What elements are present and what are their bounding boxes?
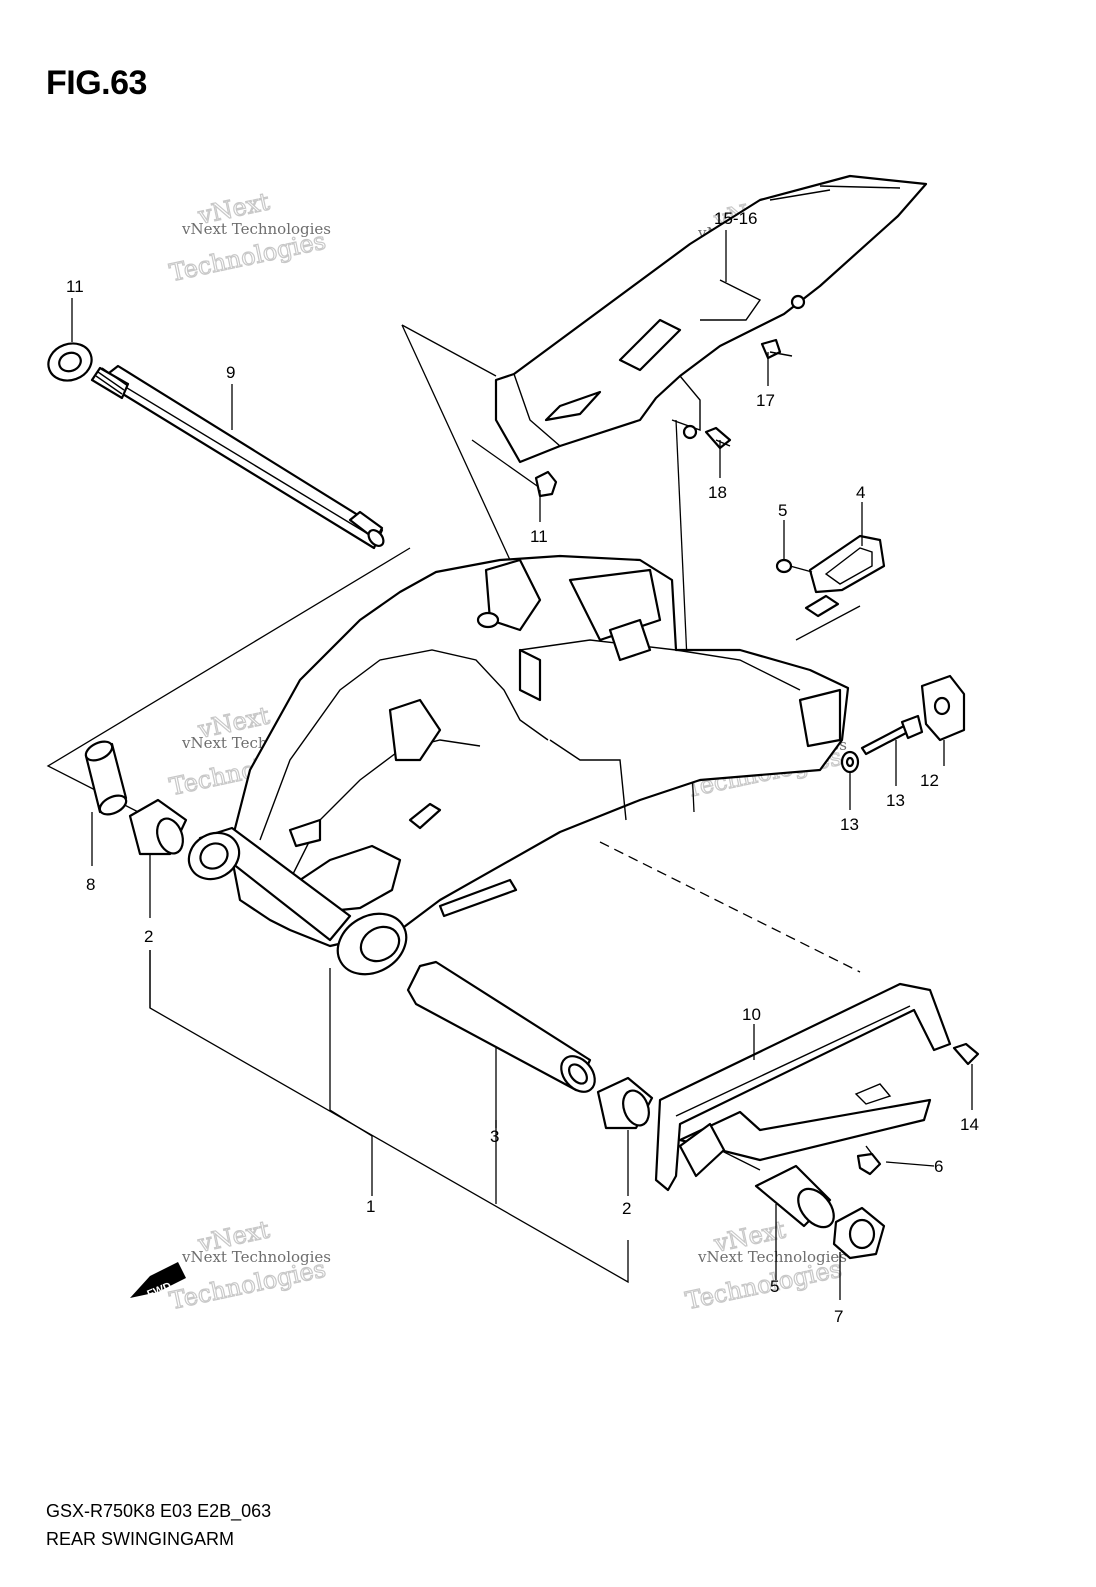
clip-14 [534, 470, 558, 498]
callout-6: 8 [86, 875, 95, 894]
callout-2-lower: 2 [622, 1199, 631, 1218]
watermark-text: vNext Technologies [181, 1248, 331, 1266]
callout-13-lower: 18 [708, 483, 727, 502]
watermark-text: vNext Technologies [697, 1248, 847, 1266]
swingarm-bracket-line [329, 968, 373, 1137]
axle-guide-line [719, 1149, 761, 1171]
callout-13-upper: 17 [756, 391, 775, 410]
callout-14: 11 [530, 527, 548, 546]
watermark-5: vNext vNext Technologies Technologies [166, 1215, 331, 1316]
callout-8: 7 [834, 1307, 843, 1326]
slider-guide-line [599, 841, 861, 973]
bolt-13-lower [704, 426, 732, 450]
figure-footer: GSX-R750K8 E03 E2B_063 REAR SWINGINGARM [46, 1497, 271, 1553]
callout-leaders [71, 230, 973, 1196]
callout-17: 13 [886, 791, 905, 810]
bolt-leader [885, 1161, 935, 1167]
figure-title: FIG.63 [46, 64, 147, 102]
washer-18 [840, 750, 860, 774]
bearing-2-lower [596, 1076, 654, 1130]
watermark-text: vNext Technologies [181, 220, 331, 238]
bolt-11-upper [952, 1042, 980, 1066]
pivot-shaft [90, 364, 385, 550]
bolt-5-upper [775, 558, 813, 574]
model-code: GSX-R750K8 E03 E2B_063 [46, 1501, 272, 1521]
callout-1: 1 [366, 1197, 375, 1216]
callout-2-upper: 2 [144, 927, 153, 946]
chain-slider-10 [654, 982, 952, 1192]
bolt-11-lower [856, 1145, 882, 1176]
watermark-6: vNext vNext Technologies Technologies [682, 1215, 847, 1316]
callout-11-lower: 6 [934, 1157, 943, 1176]
swingarm [187, 554, 850, 976]
collar-5-lower [754, 1164, 835, 1229]
bracket-4 [804, 534, 886, 618]
bracket-guide-line [795, 605, 861, 641]
callout-5-upper: 5 [778, 501, 787, 520]
bearing-2-upper [128, 798, 188, 856]
clip-guide-line [471, 439, 541, 489]
adjuster-bolt-17 [860, 714, 924, 756]
callout-3: 3 [490, 1127, 499, 1146]
callout-4: 4 [856, 483, 865, 502]
callout-5-lower: 5 [770, 1277, 779, 1296]
callout-10: 10 [742, 1005, 761, 1024]
callout-18: 13 [840, 815, 859, 834]
adjuster-block-15-16 [920, 674, 966, 742]
pivot-nut [47, 342, 93, 382]
bolt-13-upper [760, 338, 793, 360]
callout-12: 15-16 [714, 209, 757, 228]
callout-9: 11 [66, 277, 84, 296]
callout-labels: 11 9 15-16 17 18 11 5 4 12 13 13 8 2 10 … [66, 209, 979, 1326]
collar-6-upper [84, 740, 128, 816]
assembly-lines [46, 324, 935, 1300]
figure-caption: REAR SWINGINGARM [46, 1529, 235, 1549]
spacer-pipe [406, 960, 596, 1093]
watermark-1: vNext vNext Technologies Technologies [166, 187, 331, 288]
callout-7: 9 [226, 363, 235, 382]
callout-11-upper: 14 [960, 1115, 979, 1134]
chain-cover [494, 174, 928, 464]
callout-15-16: 12 [920, 771, 939, 790]
chain-cover-guide-line [401, 324, 497, 377]
axle-nut-8 [832, 1206, 886, 1260]
chain-cover-guide-line [401, 324, 511, 561]
